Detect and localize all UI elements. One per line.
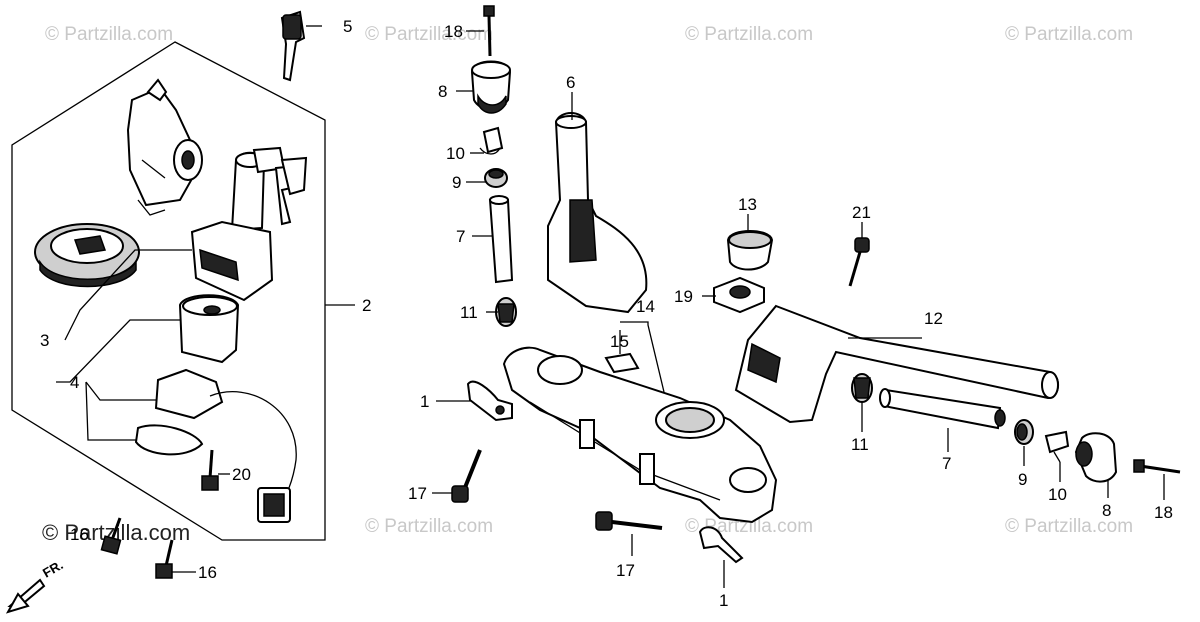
callout-7: 7 <box>942 454 951 473</box>
callout-19: 19 <box>674 287 693 306</box>
plate-15[interactable] <box>604 352 640 374</box>
watermark: © Partzilla.com <box>685 24 813 45</box>
bolt-18-right[interactable] <box>1133 459 1181 474</box>
watermark: © Partzilla.com <box>1005 516 1133 537</box>
clamp-1-bottom[interactable] <box>698 526 744 564</box>
callout-20: 20 <box>232 465 251 484</box>
callout-9: 9 <box>1018 470 1027 489</box>
callout-13: 13 <box>738 195 757 214</box>
screw-16-left[interactable] <box>100 517 122 555</box>
callout-11: 11 <box>460 303 478 322</box>
handlebar-right[interactable] <box>734 304 1059 424</box>
callout-6: 6 <box>566 73 575 92</box>
screw-20[interactable] <box>201 449 219 491</box>
clip-10-top[interactable] <box>479 126 504 155</box>
watermark: © Partzilla.com <box>45 24 173 45</box>
callout-1: 1 <box>719 591 728 610</box>
callout-17: 17 <box>408 484 427 503</box>
callout-12: 12 <box>924 309 943 328</box>
callout-9: 9 <box>452 173 461 192</box>
front-direction-arrow: FR. <box>5 557 66 614</box>
callout-10: 10 <box>446 144 465 163</box>
callout-2: 2 <box>362 296 371 315</box>
ignition-key[interactable] <box>280 10 306 82</box>
bolt-17-bottom[interactable] <box>595 511 663 531</box>
callout-15: 15 <box>610 332 629 351</box>
clamp-1-left[interactable] <box>466 380 513 422</box>
bolt-21[interactable] <box>848 237 870 287</box>
top-bridge[interactable] <box>502 346 778 524</box>
callout-17: 17 <box>616 561 635 580</box>
callout-16: 16 <box>198 563 217 582</box>
seat-lock[interactable] <box>126 78 203 216</box>
callout-1: 1 <box>420 392 429 411</box>
callout-7: 7 <box>456 227 465 246</box>
rubber-9-right[interactable] <box>1014 419 1034 445</box>
ignition-assembly-outline <box>11 41 326 541</box>
callout-8: 8 <box>1102 501 1111 520</box>
bar-end-weight-top[interactable] <box>470 60 512 114</box>
clip-10-right[interactable] <box>1044 430 1070 463</box>
callout-8: 8 <box>438 82 447 101</box>
watermark: © Partzilla.com <box>365 516 493 537</box>
bar-end-weight-right[interactable] <box>1074 432 1118 483</box>
callout-11: 11 <box>851 435 869 454</box>
callout-10: 10 <box>1048 485 1067 504</box>
callout-21: 21 <box>852 203 871 222</box>
handlebar-left[interactable] <box>547 112 648 314</box>
callout-18: 18 <box>444 22 463 41</box>
callout-5: 5 <box>343 17 352 36</box>
fuel-cap[interactable] <box>34 223 140 288</box>
bolt-18-top[interactable] <box>483 5 495 57</box>
watermark: © Partzilla.com <box>365 24 493 45</box>
cap-13[interactable] <box>726 230 774 271</box>
screw-16-bottom[interactable] <box>155 539 174 579</box>
leader-lines <box>56 25 1165 588</box>
bar-7-vertical[interactable] <box>488 195 514 284</box>
nut-19[interactable] <box>713 276 765 314</box>
callout-14: 14 <box>636 297 655 316</box>
callout-18: 18 <box>1154 503 1173 522</box>
callout-16: 16 <box>70 525 89 544</box>
watermark: © Partzilla.com <box>1005 24 1133 45</box>
ignition-switch[interactable] <box>190 146 308 302</box>
rubber-11-left[interactable] <box>495 297 517 327</box>
callout-4: 4 <box>70 373 79 392</box>
rubber-11-right[interactable] <box>851 373 873 403</box>
bar-7-horizontal[interactable] <box>879 388 1006 430</box>
bolt-17-left[interactable] <box>451 449 482 503</box>
ignition-cylinder[interactable] <box>134 294 297 523</box>
front-direction-label: FR. <box>40 557 66 580</box>
rubber-9-top[interactable] <box>484 168 508 188</box>
callout-labels: 1 1 2 3 4 5 6 7 7 8 8 9 9 10 10 11 11 12… <box>40 17 1173 610</box>
callout-3: 3 <box>40 331 49 350</box>
